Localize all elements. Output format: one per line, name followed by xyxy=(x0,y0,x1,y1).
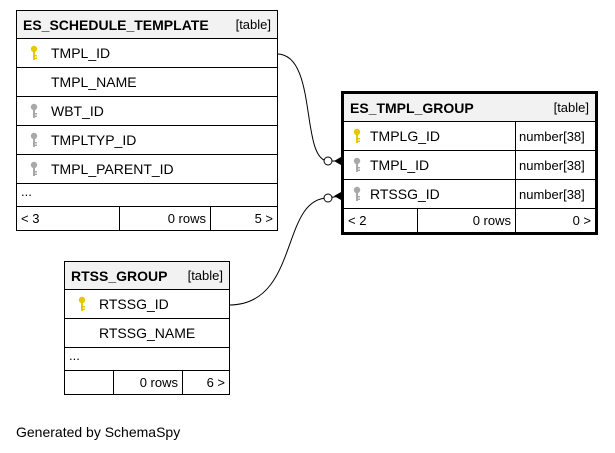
table-footer: < 3 0 rows 5 > xyxy=(17,207,277,230)
column-name: TMPLTYP_ID xyxy=(51,132,137,148)
relation-tmpl-id-optional-marker xyxy=(323,156,333,166)
children-link[interactable]: 6 > xyxy=(206,375,225,390)
foreign-key-icon xyxy=(17,126,51,154)
table-footer: < 2 0 rows 0 > xyxy=(344,209,595,232)
parents-link[interactable] xyxy=(65,371,114,394)
row-count: 0 rows xyxy=(418,209,516,232)
more-columns-ellipsis: ... xyxy=(17,184,277,207)
column-name: TMPL_ID xyxy=(51,45,111,61)
column-row[interactable]: TMPL_NAME xyxy=(17,68,277,97)
table-name: RTSS_GROUP xyxy=(71,267,168,284)
column-name: RTSSG_NAME xyxy=(99,325,196,341)
children-link[interactable]: 0 > xyxy=(572,213,591,228)
primary-key-icon xyxy=(17,39,51,67)
table-header: ES_TMPL_GROUP [table] xyxy=(344,94,595,122)
table-es-tmpl-group[interactable]: ES_TMPL_GROUP [table] TMPLG_ID number[38… xyxy=(341,91,598,235)
column-row[interactable]: TMPLG_ID number[38] xyxy=(344,122,595,151)
foreign-key-icon xyxy=(344,151,370,179)
table-es-schedule-template[interactable]: ES_SCHEDULE_TEMPLATE [table] TMPL_ID TMP… xyxy=(16,10,278,231)
column-name: TMPL_PARENT_ID xyxy=(51,161,174,177)
table-header: ES_SCHEDULE_TEMPLATE [table] xyxy=(17,11,277,39)
relation-tmpl-id-crowfoot xyxy=(334,157,341,165)
column-name: WBT_ID xyxy=(51,103,104,119)
column-row[interactable]: TMPL_ID number[38] xyxy=(344,151,595,180)
relation-tmpl-id-line xyxy=(276,53,340,162)
column-datatype: number[38] xyxy=(515,151,595,179)
column-name: TMPLG_ID xyxy=(370,128,441,144)
column-row[interactable]: WBT_ID xyxy=(17,97,277,126)
column-name: RTSSG_ID xyxy=(370,186,440,202)
column-row[interactable]: RTSSG_NAME xyxy=(65,319,229,348)
relation-rtssg-id-optional-marker xyxy=(323,193,333,203)
column-datatype: number[38] xyxy=(515,180,595,208)
table-type: [table] xyxy=(553,100,589,115)
table-name: ES_TMPL_GROUP xyxy=(350,99,474,116)
column-row[interactable]: TMPLTYP_ID xyxy=(17,126,277,155)
primary-key-icon xyxy=(344,122,370,150)
column-row[interactable]: TMPL_ID xyxy=(17,39,277,68)
column-row[interactable]: RTSSG_ID number[38] xyxy=(344,180,595,209)
foreign-key-icon xyxy=(17,155,51,183)
parents-link[interactable]: < 3 xyxy=(17,207,120,230)
column-row[interactable]: RTSSG_ID xyxy=(65,290,229,319)
table-type: [table] xyxy=(187,268,223,283)
foreign-key-icon xyxy=(344,180,370,208)
children-link[interactable]: 5 > xyxy=(254,211,273,226)
foreign-key-icon xyxy=(17,97,51,125)
table-footer: 0 rows 6 > xyxy=(65,371,229,394)
column-name: TMPL_NAME xyxy=(51,74,137,90)
row-count: 0 rows xyxy=(114,371,183,394)
relation-rtssg-id-line xyxy=(228,195,341,306)
column-datatype: number[38] xyxy=(515,122,595,150)
parents-link[interactable]: < 2 xyxy=(344,209,418,232)
table-type: [table] xyxy=(235,17,271,32)
primary-key-icon xyxy=(65,290,99,318)
table-header: RTSS_GROUP [table] xyxy=(65,262,229,290)
table-rtss-group[interactable]: RTSS_GROUP [table] RTSSG_ID RTSSG_NAME .… xyxy=(64,261,230,395)
more-columns-ellipsis: ... xyxy=(65,348,229,371)
table-name: ES_SCHEDULE_TEMPLATE xyxy=(23,16,209,33)
generated-by-label: Generated by SchemaSpy xyxy=(16,424,181,440)
relation-rtssg-id-crowfoot xyxy=(334,192,341,200)
row-count: 0 rows xyxy=(120,207,211,230)
column-name: RTSSG_ID xyxy=(99,296,169,312)
column-row[interactable]: TMPL_PARENT_ID xyxy=(17,155,277,184)
column-name: TMPL_ID xyxy=(370,157,430,173)
